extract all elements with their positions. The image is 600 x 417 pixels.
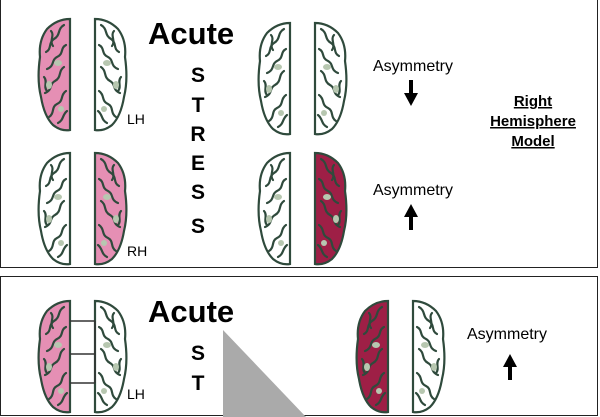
gradient-triangle xyxy=(223,330,306,417)
stress-letter: S xyxy=(191,181,205,204)
stress-letter: T xyxy=(192,372,205,395)
brain-bottom-panel-right xyxy=(355,299,446,414)
stress-letter: S xyxy=(191,215,205,238)
stress-letter: E xyxy=(191,152,205,175)
left-hemisphere-label: LH xyxy=(127,386,145,402)
stress-letters: S T R E S S xyxy=(190,64,205,238)
arrow-up-icon xyxy=(404,204,418,230)
model-title-line: Model xyxy=(511,133,554,150)
stress-letter: S xyxy=(191,64,205,87)
top-panel-canvas: LH RH Acute S T R E S S xyxy=(37,16,576,266)
acute-title: Acute xyxy=(148,16,234,51)
asymmetry-label-increase: Asymmetry xyxy=(373,182,453,199)
brain-bottom-right xyxy=(257,151,348,266)
model-title-line: Hemisphere xyxy=(490,113,576,130)
stress-letter: T xyxy=(192,94,205,117)
stress-letter: S xyxy=(191,342,205,365)
brain-bottom-panel-left xyxy=(37,299,128,414)
brain-top-left xyxy=(37,17,128,132)
brain-bottom-left xyxy=(37,151,128,266)
model-title: Right Hemisphere Model xyxy=(490,93,576,150)
stress-letter: R xyxy=(190,123,205,146)
model-title-line: Right xyxy=(514,93,552,110)
arrow-down-icon xyxy=(404,80,418,106)
asymmetry-label-decrease: Asymmetry xyxy=(373,58,453,75)
acute-title: Acute xyxy=(148,294,234,329)
second-model-panel: LH Acute S T Asymmetry xyxy=(0,276,598,417)
right-hemisphere-label: RH xyxy=(127,243,147,259)
left-hemisphere-label: LH xyxy=(127,111,145,127)
asymmetry-label-increase: Asymmetry xyxy=(467,326,547,343)
bottom-panel-canvas: LH Acute S T Asymmetry xyxy=(37,294,547,417)
hemisphere-connectors xyxy=(70,320,96,384)
right-hemisphere-model-panel: LH RH Acute S T R E S S xyxy=(0,0,598,268)
brain-top-right xyxy=(257,21,348,136)
arrow-up-icon xyxy=(503,354,517,380)
